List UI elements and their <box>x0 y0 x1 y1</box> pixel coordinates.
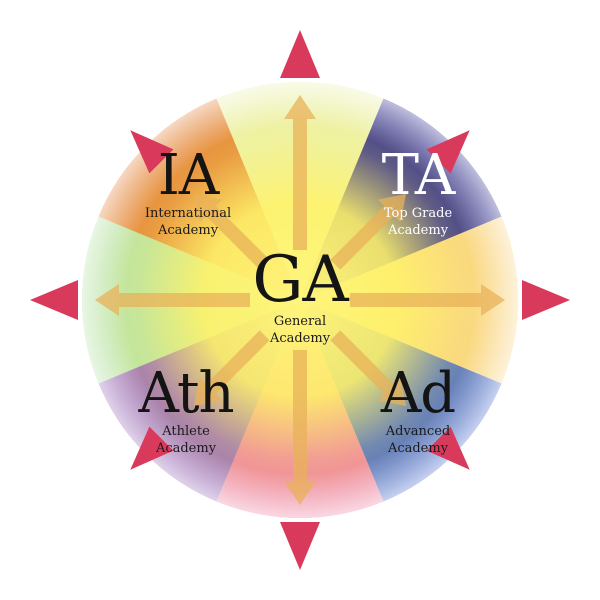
edge-fade <box>82 82 518 518</box>
arrowhead-left <box>30 280 78 320</box>
arrowhead-down-left <box>130 426 174 470</box>
ta-name-line2: Academy <box>387 223 449 238</box>
inner-arrow-up <box>284 95 316 250</box>
ad-abbreviation: Ad <box>380 361 456 426</box>
inner-arrow-down <box>284 350 316 505</box>
ath-name-line1: Athlete <box>162 424 210 439</box>
ga-name-line1: General <box>273 314 327 329</box>
inner-arrow-up-left <box>193 193 270 270</box>
ta-abbreviation: TA <box>381 143 456 208</box>
ga-abbreviation: GA <box>252 243 348 317</box>
inner-arrow-right <box>350 284 505 316</box>
inner-arrows <box>95 95 505 505</box>
inner-arrow-down-left <box>193 330 270 407</box>
inner-arrow-up-right <box>330 193 407 270</box>
ia-name-line2: Academy <box>157 223 219 238</box>
arrowhead-down-right <box>426 426 470 470</box>
inner-arrow-left <box>95 284 250 316</box>
ia-abbreviation: IA <box>157 143 220 208</box>
top-grade-academy-label: TA Top Grade Academy <box>348 143 488 239</box>
arrowhead-right <box>522 280 570 320</box>
arrowhead-down <box>280 522 320 570</box>
ia-name-line1: International <box>144 206 232 221</box>
arrowhead-up-right <box>426 130 470 174</box>
athlete-academy-label: Ath Athlete Academy <box>116 361 256 457</box>
outer-arrowheads <box>30 30 570 570</box>
ath-name-line2: Academy <box>155 441 217 456</box>
ad-name-line1: Advanced <box>385 424 451 439</box>
ga-name-line2: Academy <box>269 331 331 346</box>
inner-arrow-down-right <box>330 330 407 407</box>
arrowhead-up <box>280 30 320 78</box>
international-academy-label: IA International Academy <box>118 143 258 239</box>
ad-name-line2: Academy <box>387 441 449 456</box>
advanced-academy-label: Ad Advanced Academy <box>348 361 488 457</box>
arrowhead-up-left <box>130 130 174 174</box>
general-academy-label: GA General Academy <box>230 248 370 346</box>
ath-abbreviation: Ath <box>138 361 234 426</box>
ta-name-line1: Top Grade <box>383 206 453 221</box>
